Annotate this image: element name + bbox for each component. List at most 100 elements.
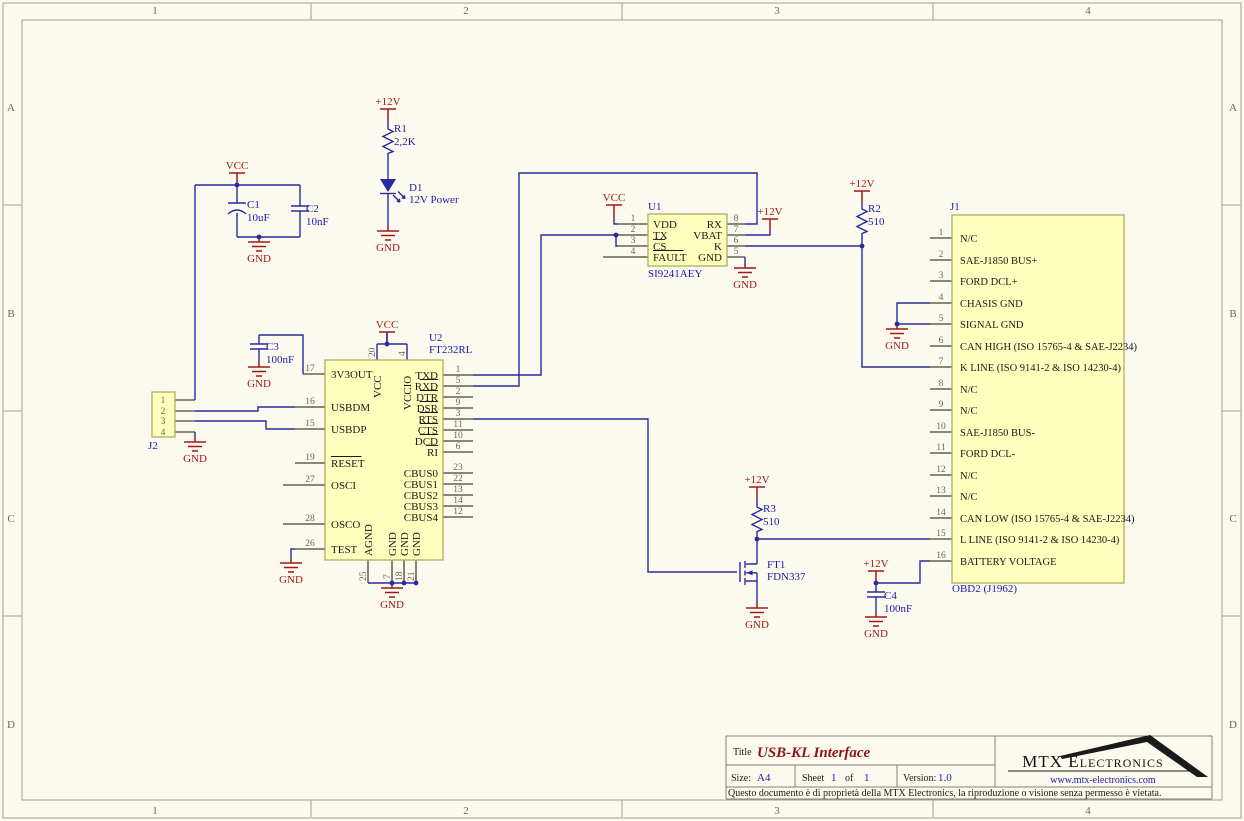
connector-j1[interactable]: J1 OBD2 (J1962) — [950, 201, 1125, 595]
gnd-label: GND — [885, 340, 909, 352]
sheet-total: 1 — [864, 772, 870, 784]
capacitor-c4[interactable]: C4 100nF — [866, 590, 912, 615]
pin-stubs — [175, 223, 952, 583]
pin-number: 1 — [939, 228, 944, 238]
pin-name: K — [714, 241, 722, 253]
resistor-r1[interactable]: R1 2,2K — [382, 123, 416, 157]
j1-designator: J1 — [950, 201, 960, 213]
gnd-label: GND — [733, 279, 757, 291]
pin-number: 15 — [305, 419, 315, 429]
zone-row-label: B — [7, 308, 14, 320]
u1-part: SI9241AEY — [648, 268, 702, 280]
u2-part: FT232RL — [429, 344, 473, 356]
pin-number: 7 — [939, 357, 944, 367]
size-label: Size: — [731, 773, 751, 784]
pin-name: CS — [653, 241, 666, 253]
size-value: A4 — [757, 772, 771, 784]
pin-number: 1 — [161, 396, 166, 406]
pin-number: 4 — [631, 247, 636, 257]
zone-row-label: D — [7, 719, 15, 731]
pin-number: 2 — [161, 407, 166, 417]
resistor-r3[interactable]: R3 510 — [751, 503, 780, 535]
pin-name: RESET — [331, 458, 365, 470]
pin-name: CTS — [418, 425, 438, 437]
pin-number: 11 — [936, 443, 945, 453]
gnd-label: GND — [380, 599, 404, 611]
pin-number: 9 — [456, 398, 461, 408]
r1-designator: R1 — [394, 123, 407, 135]
pin-number: 19 — [305, 453, 315, 463]
pin-number: 8 — [939, 379, 944, 389]
pin-name: N/C — [960, 492, 978, 503]
zone-col-label: 3 — [774, 805, 780, 817]
pin-name: VCCIO — [402, 376, 414, 410]
sheet-number: 1 — [831, 772, 837, 784]
p12v-label: +12V — [863, 558, 888, 570]
pin-number: 7 — [383, 574, 393, 579]
mosfet-ft1[interactable]: FT1 FDN337 — [739, 539, 806, 603]
wires — [194, 121, 930, 612]
capacitor-c1[interactable]: C1 10uF — [227, 199, 270, 224]
pin-number: 18 — [395, 571, 405, 581]
pin-number: 9 — [939, 400, 944, 410]
p12v-label: +12V — [757, 206, 782, 218]
version-label: Version: — [903, 773, 936, 784]
pin-number: 13 — [936, 486, 946, 496]
pin-number: 14 — [453, 496, 463, 506]
vcc-label: VCC — [376, 319, 399, 331]
ic-u1[interactable]: U1 SI9241AEY — [647, 201, 728, 280]
r2-designator: R2 — [868, 203, 881, 215]
pin-name: TEST — [331, 544, 358, 556]
company-website[interactable]: www.mtx-electronics.com — [1050, 775, 1156, 786]
p12v-label: +12V — [849, 178, 874, 190]
capacitor-c2[interactable]: C2 10nF — [290, 203, 329, 228]
pin-number: 27 — [305, 475, 315, 485]
resistor-r2[interactable]: R2 510 — [856, 203, 885, 237]
gnd-label: GND — [183, 453, 207, 465]
pin-number: 20 — [368, 347, 378, 357]
junction-dots — [234, 182, 900, 586]
r3-value: 510 — [763, 516, 780, 528]
pin-name: CBUS1 — [404, 479, 438, 491]
led-d1[interactable]: D1 12V Power — [380, 179, 459, 206]
pin-name: CAN LOW (ISO 15765-4 & SAE-J2234) — [960, 514, 1135, 525]
pin-name: N/C — [960, 471, 978, 482]
pin-number: 4 — [161, 428, 166, 438]
logo-swoosh-icon — [1060, 735, 1208, 777]
pin-number: 3 — [161, 417, 166, 427]
pin-name: RX — [707, 219, 722, 231]
c4-value: 100nF — [884, 603, 912, 615]
pin-name: USBDP — [331, 424, 366, 436]
pin-name: VBAT — [693, 230, 722, 242]
pin-name: SIGNAL GND — [960, 320, 1024, 331]
p12v-label: +12V — [744, 474, 769, 486]
ic-u2[interactable]: U2 FT232RL — [324, 332, 473, 561]
pin-name: VCC — [372, 375, 384, 398]
pin-name: CBUS2 — [404, 490, 438, 502]
pin-number: 13 — [453, 485, 463, 495]
c3-designator: C3 — [266, 341, 279, 353]
gnd-label: GND — [745, 619, 769, 631]
capacitor-c3[interactable]: C3 100nF — [249, 341, 294, 366]
connector-j2[interactable]: J2 — [148, 391, 176, 452]
pin-name: TX — [653, 230, 668, 242]
zone-col-label: 4 — [1085, 805, 1091, 817]
pin-number: 6 — [734, 236, 739, 246]
gnd-label: GND — [864, 628, 888, 640]
power-symbols: VCC VCC VCC +12V +12V +12V +12V +12V — [226, 96, 889, 584]
pin-name: RXD — [415, 381, 438, 393]
pin-number: 1 — [631, 214, 636, 224]
zone-row-label: A — [7, 102, 15, 114]
pin-number: 5 — [456, 376, 461, 386]
sheet-title: USB-KL Interface — [757, 745, 871, 761]
r3-designator: R3 — [763, 503, 776, 515]
pin-name: CBUS0 — [404, 468, 439, 480]
zone-col-label: 1 — [152, 5, 158, 17]
pin-number: 12 — [936, 465, 946, 475]
pin-name: FORD DCL+ — [960, 277, 1018, 288]
u1-designator: U1 — [648, 201, 661, 213]
pin-number: 11 — [453, 420, 462, 430]
gnd-label: GND — [279, 574, 303, 586]
pin-name: GND — [399, 532, 411, 556]
